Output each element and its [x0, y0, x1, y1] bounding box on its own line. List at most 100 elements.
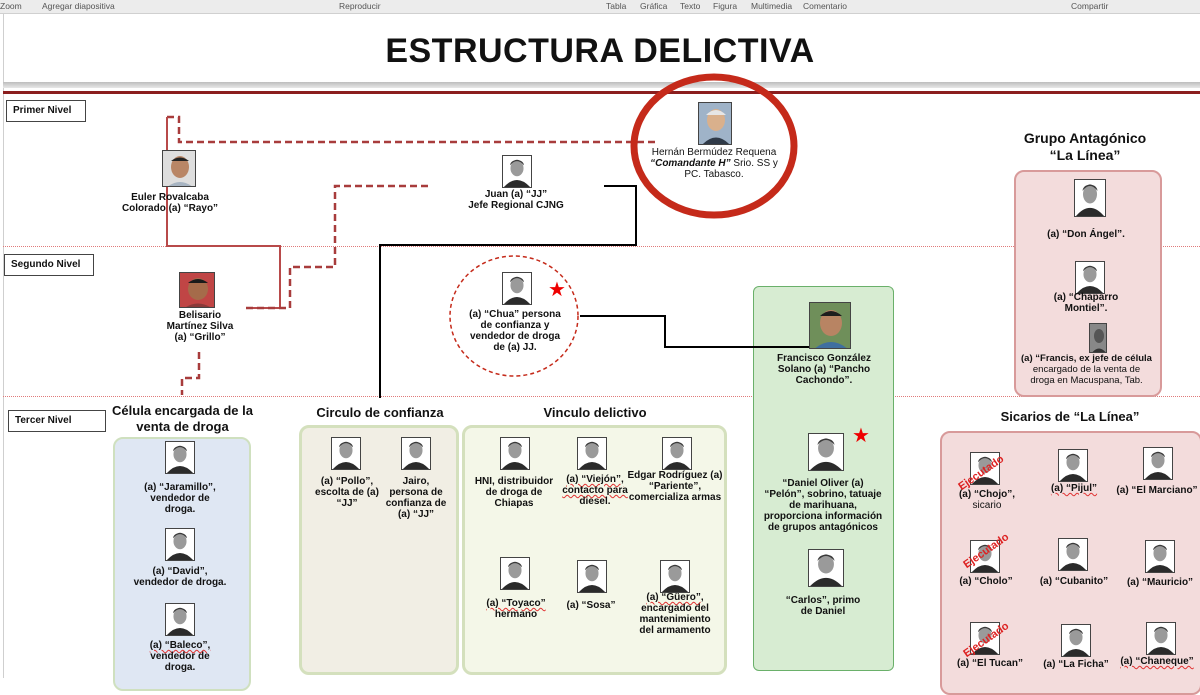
label-line: (a) “Viejón”, — [566, 474, 624, 485]
label-chojo: (a) “Chojo”, sicario — [948, 489, 1026, 511]
label-guero: (a) “Güero”, encargado del mantenimiento… — [625, 592, 725, 636]
avatar-pollo — [331, 437, 361, 470]
label-line: “Pariente”, — [648, 481, 702, 492]
label-toyaco: (a) “Toyaco” hermano — [476, 598, 556, 620]
label-line: vendedor de droga — [469, 331, 560, 342]
label-line: (a) “Jaramillo”, — [144, 482, 216, 493]
label-line: de grupos antagónicos — [767, 522, 878, 533]
level-separator — [3, 246, 1200, 247]
pijul-text: (a) “Pijul” — [1050, 483, 1098, 494]
share-button[interactable]: Compartir — [1071, 1, 1109, 11]
chart-button[interactable]: Gráfica — [640, 1, 668, 11]
label-ficha: (a) “La Ficha” — [1043, 659, 1109, 670]
avatar-edgar — [662, 437, 692, 470]
label-line: Solano (a) “Pancho — [777, 364, 871, 375]
avatar-daniel — [808, 433, 844, 471]
panel-circulo — [299, 425, 459, 675]
chaneque-text: (a) “Chaneque” — [1120, 656, 1194, 667]
heading-line: venta de droga — [136, 419, 229, 434]
label-line: Jefe Regional CJNG — [468, 200, 564, 211]
label-line: “Daniel Oliver (a) — [782, 478, 864, 489]
label-jairo: Jairo, persona de confianza de (a) “JJ” — [378, 476, 454, 520]
label-carlos: “Carlos”, primo de Daniel — [756, 595, 890, 617]
table-button[interactable]: Tabla — [606, 1, 627, 11]
avatar-marciano — [1143, 447, 1173, 480]
label-line: Euler Rovalcaba — [131, 192, 209, 203]
heading-line: “La Línea” — [1049, 147, 1121, 163]
avatar-chaneque — [1146, 622, 1176, 655]
photo-euler — [162, 150, 196, 187]
zoom-menu[interactable]: Zoom — [0, 1, 22, 11]
label-line: proporciona información — [763, 511, 883, 522]
label-line: de Daniel — [800, 606, 846, 617]
avatar-sosa — [577, 560, 607, 593]
label-line: sicario — [972, 500, 1002, 511]
label-line: persona de — [389, 487, 443, 498]
hernan-alias: “Comandante H” — [650, 158, 731, 169]
avatar-pijul — [1058, 449, 1088, 482]
avatar-ficha — [1061, 624, 1091, 657]
label-line: Francisco González — [777, 353, 871, 364]
heading-line: Célula encargada de la — [112, 403, 253, 418]
label-line: escolta de (a) — [315, 487, 379, 498]
label-don-angel: (a) “Don Ángel”. — [1047, 229, 1125, 240]
label-line: “Pelón”, sobrino, tatuaje — [764, 489, 882, 500]
avatar-chaparro — [1075, 261, 1105, 294]
label-cubanito: (a) “Cubanito” — [1039, 576, 1109, 587]
avatar-baleco — [165, 603, 195, 636]
text-button[interactable]: Texto — [680, 1, 701, 11]
heading-line: Grupo Antagónico — [1023, 130, 1147, 146]
label-belisario: Belisario Martínez Silva (a) “Grillo” — [140, 310, 260, 343]
avatar-toyaco — [500, 557, 530, 590]
label-francis: (a) “Francis, ex jefe de célula encargad… — [1015, 353, 1158, 386]
photo-hernan — [698, 102, 732, 145]
label-line: mantenimiento — [639, 614, 711, 625]
avatar-cholo — [970, 540, 1000, 573]
label-line: Montiel”. — [1064, 303, 1108, 314]
title-rule-red — [3, 91, 1200, 94]
avatar-hni — [500, 437, 530, 470]
play-button[interactable]: Reproducir — [339, 1, 381, 11]
label-line: de droga de — [485, 487, 543, 498]
label-line: comercializa armas — [628, 492, 722, 503]
avatar-viejon — [577, 437, 607, 470]
avatar-cubanito — [1058, 538, 1088, 571]
label-line: Cachondo”. — [795, 375, 853, 386]
add-slide-button[interactable]: Agregar diapositiva — [42, 1, 115, 11]
label-line: diesel. — [579, 496, 611, 507]
label-line: encargado de la venta de — [1032, 364, 1141, 375]
avatar-mauricio — [1145, 540, 1175, 573]
label-line: Chiapas — [494, 498, 534, 509]
app-toolbar: Zoom Agregar diapositiva Reproducir Tabl… — [0, 0, 1200, 14]
label-line: de marihuana, — [789, 500, 857, 511]
shape-button[interactable]: Figura — [713, 1, 738, 11]
media-button[interactable]: Multimedia — [751, 1, 793, 11]
label-line: (a) “Chojo”, — [958, 489, 1016, 500]
label-line: Juan (a) “JJ” — [484, 189, 548, 200]
label-line: (a) “Chua” persona — [469, 309, 561, 320]
label-juan: Juan (a) “JJ” Jefe Regional CJNG — [440, 189, 592, 211]
label-line: vendedor de — [150, 493, 210, 504]
label-hernan: Hernán Bermúdez Requena “Comandante H” S… — [628, 147, 800, 180]
label-line: (a) “JJ” — [397, 509, 435, 520]
label-viejon: (a) “Viejón”, contacto para diesel. — [556, 474, 634, 507]
label-jaramillo: (a) “Jaramillo”, vendedor de droga. — [120, 482, 240, 515]
slide-title: ESTRUCTURA DELICTIVA — [385, 32, 815, 70]
label-line: (a) “Grillo” — [174, 332, 226, 343]
label-francisco: Francisco González Solano (a) “Pancho Ca… — [757, 353, 891, 386]
heading-circulo: Circulo de confianza — [316, 405, 444, 420]
label-line: vendedor de droga. — [133, 577, 227, 588]
label-line: PC. Tabasco. — [684, 169, 744, 180]
level-label-segundo: Segundo Nivel — [4, 254, 94, 276]
avatar-david — [165, 528, 195, 561]
label-line: “JJ” — [336, 498, 358, 509]
label-pijul: (a) “Pijul” — [1036, 483, 1112, 494]
label-line: “Comandante H” Srio. SS y — [628, 158, 800, 169]
label-hni: HNI, distribuidor de droga de Chiapas — [470, 476, 558, 509]
avatar-carlos — [808, 549, 844, 587]
label-tucan: (a) “El Tucan” — [957, 658, 1023, 669]
title-rule-grey — [3, 82, 1200, 88]
label-chaneque: (a) “Chaneque” — [1114, 656, 1200, 667]
comment-button[interactable]: Comentario — [803, 1, 847, 11]
photo-belisario — [179, 272, 215, 308]
